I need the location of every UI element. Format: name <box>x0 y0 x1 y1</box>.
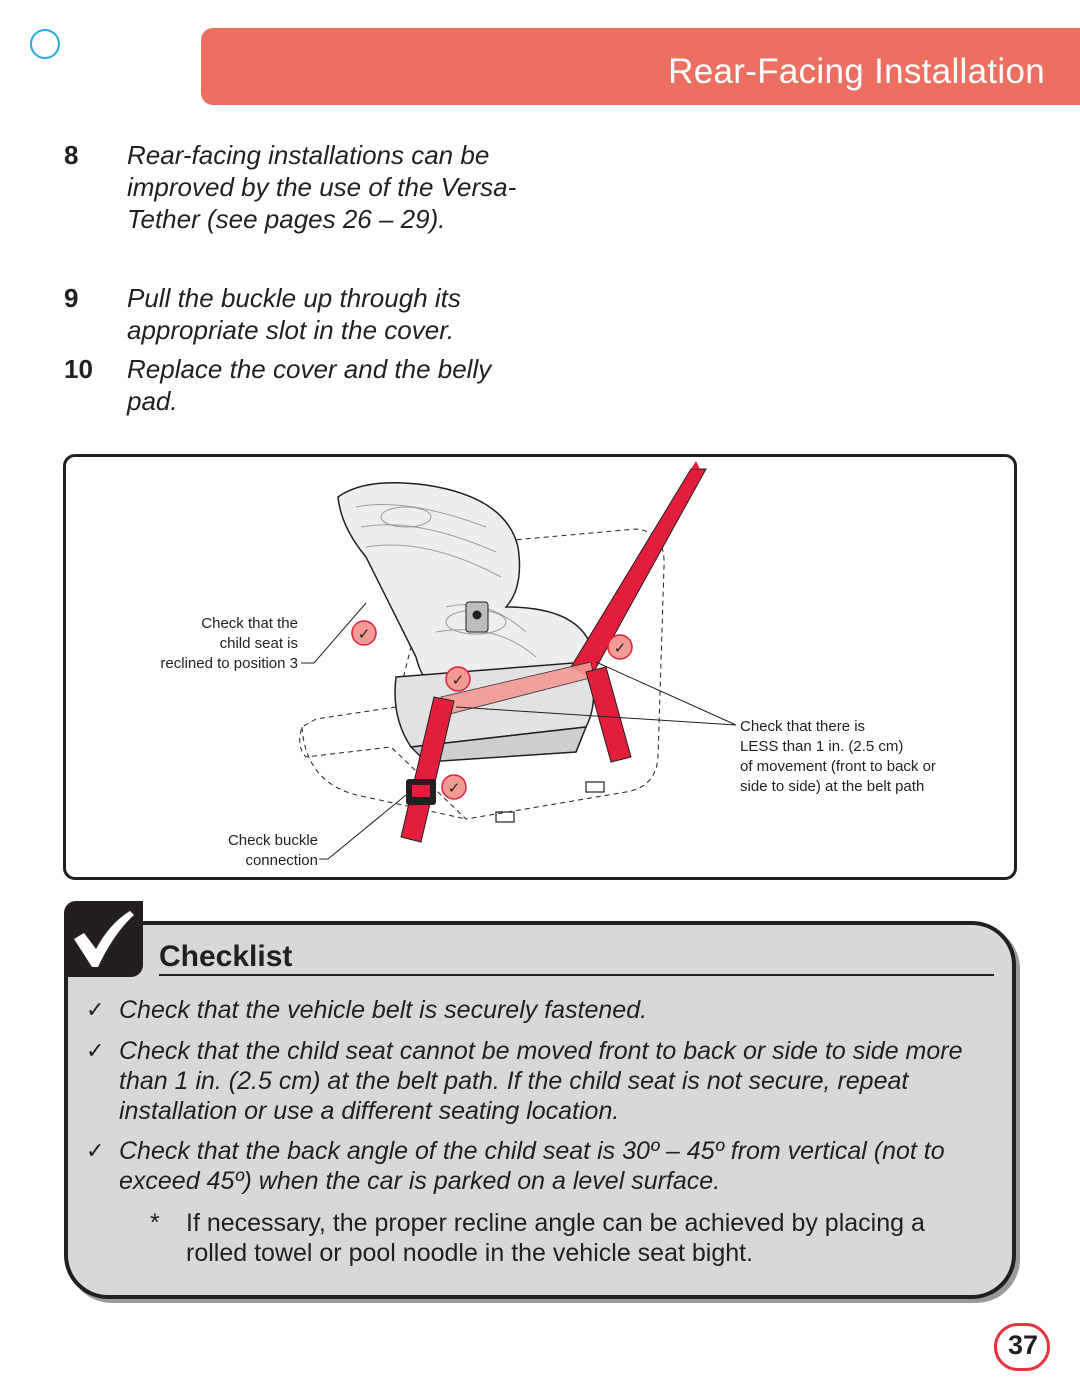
installation-figure: ✓ ✓ ✓ ✓ Check that the child seat is rec… <box>63 454 1017 880</box>
svg-text:✓: ✓ <box>452 671 465 689</box>
callout-recline: Check that the child seat is reclined to… <box>136 614 298 674</box>
harness-buckle <box>465 601 489 633</box>
checklist-title: Checklist <box>159 940 293 973</box>
step-text: Replace the cover and the belly pad. <box>127 354 492 416</box>
belt-buckle-button <box>412 785 430 797</box>
car-seat-illustration: ✓ ✓ ✓ ✓ <box>299 461 737 860</box>
callout-line: child seat is <box>219 635 298 652</box>
check-circles: ✓ ✓ ✓ ✓ <box>351 620 633 800</box>
checklist-badge <box>64 901 143 977</box>
callout-movement: Check that there is LESS than 1 in. (2.5… <box>740 717 1010 797</box>
shoulder-belt-lower <box>585 666 632 763</box>
step-text: Pull the buckle up through its appropria… <box>127 283 461 345</box>
shoulder-belt <box>570 468 707 678</box>
page-number: 37 <box>1007 1330 1039 1360</box>
svg-text:✓: ✓ <box>358 625 371 643</box>
callout-line: reclined to position 3 <box>160 655 298 672</box>
callout-buckle: Check buckle connection <box>166 831 318 871</box>
callout-line: Check that there is <box>740 718 866 735</box>
checklist-item-text: Check that the back angle of the child s… <box>119 1137 945 1195</box>
checklist-panel <box>64 921 1016 1299</box>
check-icon: ✓ <box>86 1138 105 1163</box>
checklist-divider <box>159 974 994 976</box>
belt-tip <box>691 461 700 469</box>
note-text: If necessary, the proper recline angle c… <box>186 1209 925 1267</box>
callout-line: Check that the <box>201 615 298 632</box>
callout-line: connection <box>245 852 318 869</box>
step-text: Rear-facing installations can be improve… <box>127 140 517 234</box>
callout-line: of movement (front to back or <box>740 758 936 775</box>
step-number: 9 <box>64 283 79 313</box>
checklist-item-text: Check that the child seat cannot be move… <box>119 1037 963 1125</box>
checkmark-icon <box>74 911 134 967</box>
asterisk: * <box>150 1209 160 1237</box>
check-icon: ✓ <box>86 1038 105 1063</box>
callout-line: side to side) at the belt path <box>740 778 925 795</box>
svg-text:✓: ✓ <box>614 639 627 657</box>
svg-text:✓: ✓ <box>448 779 461 797</box>
corner-circle-mark <box>30 29 60 59</box>
page-title: Rear-Facing Installation <box>668 52 1045 91</box>
car-seat-details <box>355 504 537 658</box>
checklist-item-text: Check that the vehicle belt is securely … <box>119 996 648 1024</box>
check-icon: ✓ <box>86 997 105 1022</box>
callout-leaders <box>301 602 737 860</box>
callout-line: Check buckle <box>227 832 318 849</box>
callout-line: LESS than 1 in. (2.5 cm) <box>740 738 904 755</box>
latch-anchors <box>495 781 605 823</box>
page-number-badge <box>994 1323 1050 1371</box>
step-number: 8 <box>64 140 79 170</box>
header-bar <box>201 28 1080 105</box>
step-number: 10 <box>64 354 93 384</box>
